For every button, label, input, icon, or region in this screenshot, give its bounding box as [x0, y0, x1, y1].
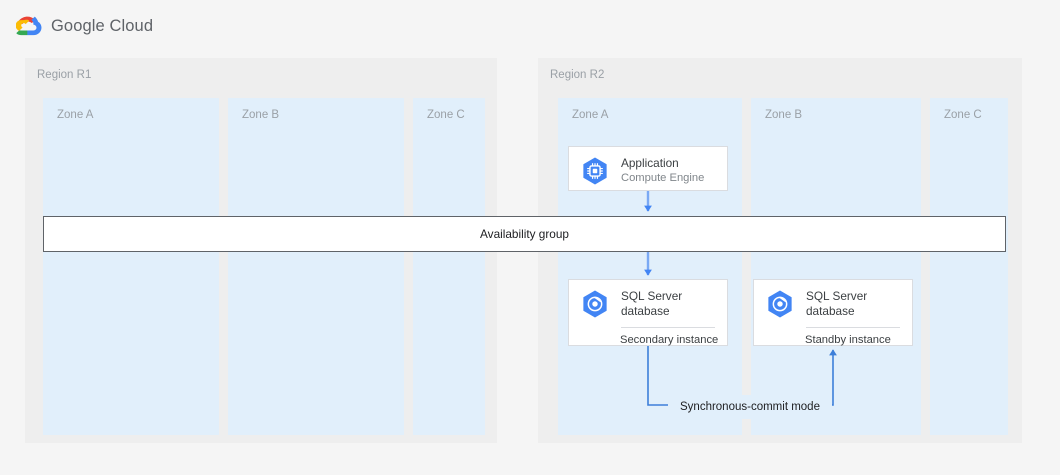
card-sql-secondary-titles: SQL Server database [621, 289, 682, 319]
brand-title: Google Cloud [51, 16, 154, 35]
zone-r2-zone-b: Zone B [751, 98, 921, 435]
card-sql-standby-titles: SQL Server database [806, 289, 867, 319]
synchronous-commit-text: Synchronous-commit mode [680, 401, 820, 413]
region-r1-label: Region R1 [37, 69, 92, 81]
card-sql-secondary-divider-wrap [569, 327, 727, 329]
card-application[interactable]: Application Compute Engine [568, 146, 728, 191]
zone-r1-zone-b: Zone B [228, 98, 404, 435]
card-sql-standby-title-line1: SQL Server [806, 289, 868, 303]
card-sql-server-secondary[interactable]: SQL Server database Secondary instance [568, 279, 728, 346]
zone-r2-zone-c-label: Zone C [944, 109, 982, 121]
card-application-subtitle: Compute Engine [621, 172, 705, 185]
region-r2-label: Region R2 [550, 69, 605, 81]
zone-r1-zone-a-label: Zone A [57, 109, 94, 121]
zone-r2-zone-a-label: Zone A [572, 109, 609, 121]
card-sql-standby-top: SQL Server database [754, 280, 912, 327]
card-sql-server-standby[interactable]: SQL Server database Standby instance [753, 279, 913, 346]
card-application-top: Application Compute Engine [569, 147, 727, 194]
zone-r2-zone-b-label: Zone B [765, 109, 803, 121]
zone-r1-zone-c: Zone C [413, 98, 485, 435]
availability-group-bar: Availability group [43, 216, 1006, 252]
google-cloud-logo-icon [16, 16, 42, 36]
card-sql-secondary-footer: Secondary instance [620, 334, 719, 347]
brand-header: Google Cloud [16, 13, 153, 39]
compute-engine-icon [583, 157, 607, 185]
card-sql-standby-title-line2: database [806, 304, 855, 319]
zone-r1-zone-a: Zone A [43, 98, 219, 435]
card-application-title: Application [621, 156, 679, 171]
zone-r1-zone-c-label: Zone C [427, 109, 465, 121]
cloud-sql-icon [768, 290, 792, 318]
card-sql-secondary-title-line2: database [621, 304, 670, 319]
cloud-sql-icon [583, 290, 607, 318]
card-sql-standby-divider-wrap [754, 327, 912, 329]
zone-r2-zone-c: Zone C [930, 98, 1008, 435]
card-sql-secondary-top: SQL Server database [569, 280, 727, 327]
card-sql-standby-footer: Standby instance [805, 334, 891, 347]
zone-r1-zone-b-label: Zone B [242, 109, 280, 121]
availability-group-label: Availability group [480, 227, 569, 241]
synchronous-commit-label: Synchronous-commit mode [668, 395, 832, 419]
card-sql-secondary-divider [621, 327, 715, 329]
card-sql-secondary-title-line1: SQL Server [621, 289, 683, 303]
card-sql-standby-divider [806, 327, 900, 329]
card-application-titles: Application Compute Engine [621, 156, 704, 185]
